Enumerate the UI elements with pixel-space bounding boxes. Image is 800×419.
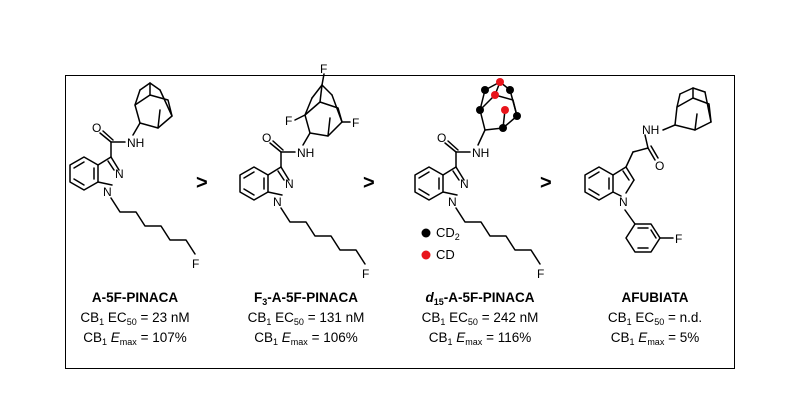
compound-name: d15-A-5F-PINACA <box>425 290 535 307</box>
cd2-dot <box>481 86 489 94</box>
atom-f: F <box>675 232 682 246</box>
atom-f-left: F <box>285 114 292 128</box>
atom-nh: NH <box>127 136 144 150</box>
atom-n1: N <box>448 195 457 209</box>
cd-dot <box>501 106 509 114</box>
atom-o: O <box>655 159 664 173</box>
caption-a-5f-pinaca: A-5F-PINACA CB1 EC50 = 23 nM CB1 Emax = … <box>55 288 215 348</box>
compound-name: A-5F-PINACA <box>91 290 179 305</box>
atom-n2: N <box>115 167 124 181</box>
structure-a-5f-pinaca: N N O NH F <box>69 82 199 271</box>
ec50-line: CB1 EC50 = n.d. <box>607 310 703 327</box>
caption-d15-a-5f-pinaca: d15-A-5F-PINACA CB1 EC50 = 242 nM CB1 Em… <box>400 288 560 348</box>
emax-line: CB1 Emax = 116% <box>428 330 532 347</box>
cd-dot <box>491 91 499 99</box>
atom-f: F <box>537 267 544 281</box>
atom-nh: NH <box>472 146 489 160</box>
emax-line: CB1 Emax = 107% <box>83 330 187 347</box>
emax-line: CB1 Emax = 106% <box>254 330 358 347</box>
atom-f: F <box>362 267 369 281</box>
atom-n1: N <box>273 195 282 209</box>
cd-dot <box>496 78 504 86</box>
comparator-greater-3: > <box>540 172 552 194</box>
cd2-dot <box>506 86 514 94</box>
compound-name: AFUBIATA <box>621 290 689 305</box>
atom-nh: NH <box>297 146 314 160</box>
legend-cd2-dot <box>421 228 431 238</box>
legend-cd2-label: CD2 <box>436 225 460 242</box>
cd2-dot <box>499 124 507 132</box>
cd2-dot <box>513 112 521 120</box>
atom-o: O <box>262 131 271 145</box>
figure-frame <box>65 75 735 369</box>
atom-n2: N <box>460 177 469 191</box>
atom-o: O <box>437 131 446 145</box>
atom-f-top: F <box>320 62 327 76</box>
ec50-line: CB1 EC50 = 23 nM <box>80 310 190 327</box>
structure-afubiata: N O NH F <box>584 87 712 253</box>
caption-afubiata: AFUBIATA CB1 EC50 = n.d. CB1 Emax = 5% <box>575 288 735 348</box>
caption-f3-a-5f-pinaca: F3-A-5F-PINACA CB1 EC50 = 131 nM CB1 Ema… <box>226 288 386 348</box>
comparator-greater-2: > <box>363 172 375 194</box>
structure-f3-a-5f-pinaca: N N O NH F F F F <box>239 62 369 281</box>
compound-name: F3-A-5F-PINACA <box>253 290 358 307</box>
emax-line: CB1 Emax = 5% <box>610 330 700 347</box>
atom-n1: N <box>103 185 112 199</box>
atom-f: F <box>192 257 199 271</box>
legend-cd-dot <box>421 250 431 260</box>
atom-o: O <box>92 121 101 135</box>
legend-cd-label: CD <box>436 247 455 262</box>
atom-nh: NH <box>642 123 659 137</box>
atom-f-right: F <box>352 116 359 130</box>
ec50-line: CB1 EC50 = 242 nM <box>421 310 539 327</box>
comparator-greater-1: > <box>196 172 208 194</box>
atom-n2: N <box>285 177 294 191</box>
ec50-line: CB1 EC50 = 131 nM <box>247 310 365 327</box>
atom-n1: N <box>619 195 628 209</box>
structure-d15-a-5f-pinaca: N N O NH F <box>414 78 544 281</box>
cd2-dot <box>476 106 484 114</box>
